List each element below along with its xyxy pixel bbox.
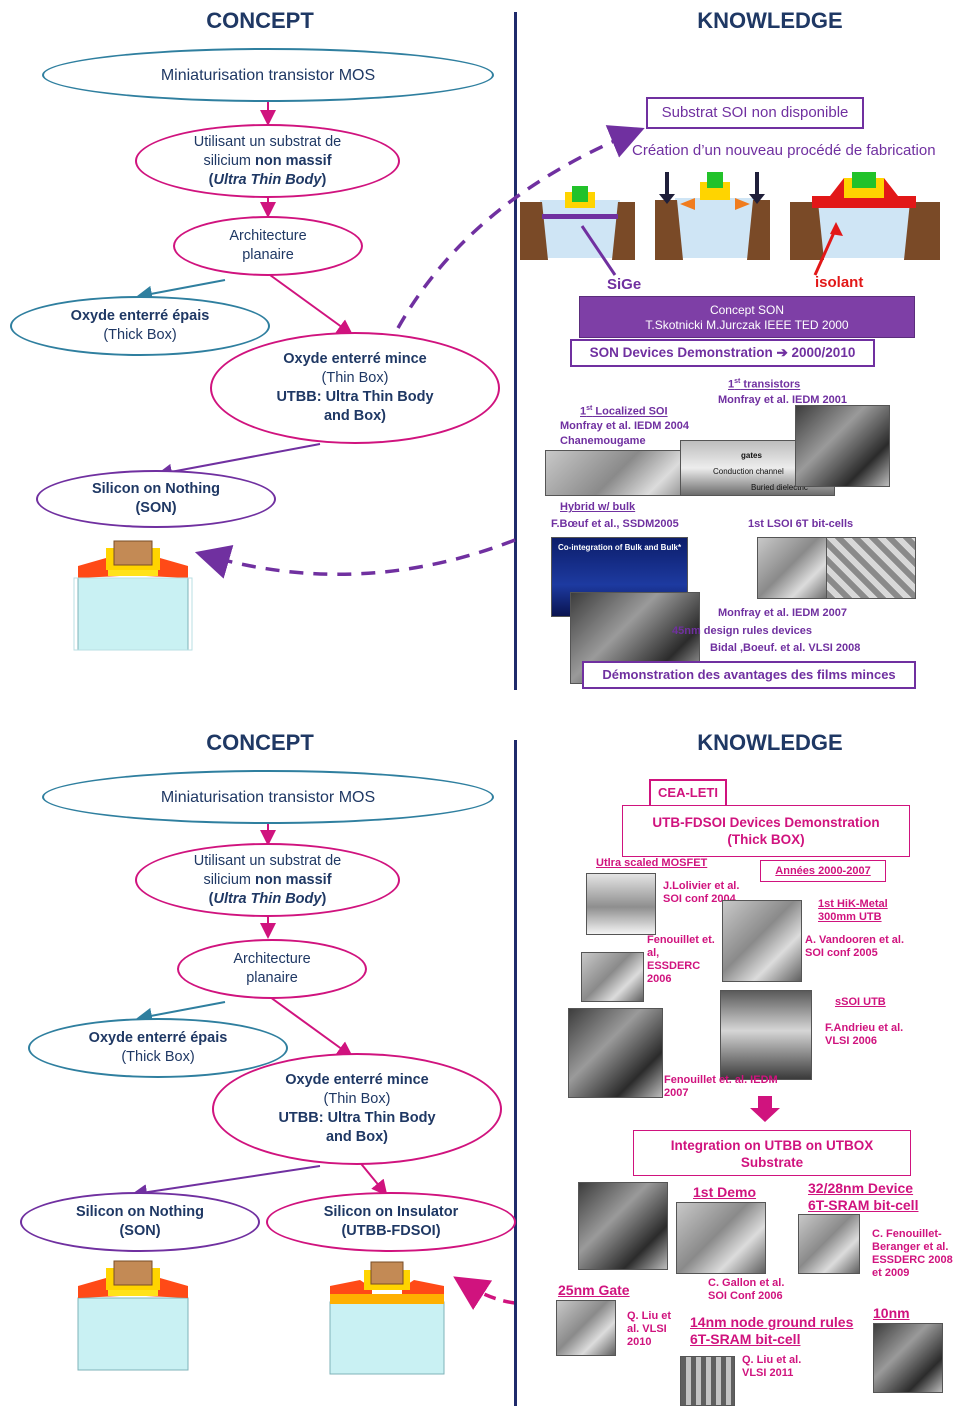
gate25-title: 25nm Gate: [558, 1282, 630, 1298]
localized-soi-ref1: Monfray et al. IEDM 2004: [560, 420, 689, 432]
lsoi-label: 1st LSOI 6T bit-cells: [748, 518, 854, 530]
son-demo-box: SON Devices Demonstration ➔ 2000/2010: [570, 339, 875, 367]
node-oxyde-epais-2: Oxyde enterré épais (Thick Box): [28, 1018, 288, 1078]
process-step-2: [655, 172, 770, 260]
sem-image-ssoi: [720, 990, 812, 1080]
utb-demo-box: UTB-FDSOI Devices Demonstration (Thick B…: [622, 805, 910, 857]
soi-not-available-box: Substrat SOI non disponible: [646, 97, 864, 129]
sram-3228-title: 32/28nm Device 6T-SRAM bit-cell: [808, 1180, 919, 1213]
node-substrat: Utilisant un substrat de silicium non ma…: [135, 124, 400, 198]
bidal-ref: Bidal ,Boeuf. et al. VLSI 2008: [710, 642, 861, 654]
node-oxyde-epais: Oxyde enterré épais (Thick Box): [10, 296, 270, 356]
knowledge-heading-2: KNOWLEDGE: [697, 730, 843, 755]
first-transistors-ref: Monfray et al. IEDM 2001: [718, 394, 847, 406]
liu-2010-ref: Q. Liu et al. VLSI 2010: [627, 1310, 671, 1348]
localized-soi: 1st Localized SOI: [580, 405, 668, 418]
hybrid-ref: F.Bœuf et al., SSDM2005: [551, 518, 679, 530]
sem-image-utbox10: [873, 1323, 943, 1393]
integration-box: Integration on UTBB on UTBOX Substrate: [633, 1130, 911, 1176]
sem-image-node14: [680, 1356, 735, 1406]
sem-image-lsoi-1: [757, 537, 832, 599]
fenouillet-2006-ref: Fenouillet et. al, ESSDERC 2006: [647, 934, 715, 985]
sem-image-sram-3228: [798, 1214, 860, 1274]
annees-box: Années 2000-2007: [760, 860, 886, 882]
node-miniaturisation-2: Miniaturisation transistor MOS: [42, 770, 494, 824]
node14-title: 14nm node ground rules 6T-SRAM bit-cell: [690, 1314, 854, 1347]
panel-divider: [514, 12, 517, 690]
node-son-2: Silicon on Nothing (SON): [20, 1192, 260, 1252]
node-substrat-2: Utilisant un substrat de silicium non ma…: [135, 843, 400, 917]
panel-divider-2: [514, 740, 517, 1406]
cea-leti-box: CEA-LETI: [649, 779, 727, 807]
node-oxyde-mince-2: Oxyde enterré mince (Thin Box) UTBB: Ult…: [212, 1053, 502, 1165]
sige-label: SiGe: [607, 276, 642, 293]
sem-image-hik: [722, 900, 802, 982]
fenouillet-beranger-ref: C. Fenouillet-Beranger et al. ESSDERC 20…: [872, 1228, 953, 1279]
vandooren-ref: A. Vandooren et al. SOI conf 2005: [805, 934, 905, 959]
concept-heading: CONCEPT: [206, 8, 314, 33]
monfray-2007: Monfray et al. IEDM 2007: [718, 607, 847, 619]
son-device-illustration: [73, 540, 193, 651]
process-step-1: [520, 186, 635, 260]
rules-45nm: 45nm design rules devices: [672, 625, 813, 637]
first-demo-title: 1st Demo: [693, 1184, 757, 1200]
andrieu-ref: F.Andrieu et al. VLSI 2006: [825, 1022, 904, 1047]
ssoi-title: sSOI UTB: [835, 996, 886, 1008]
sem-image-transistor: [795, 405, 890, 487]
ultra-scaled-label: Utlra scaled MOSFET: [596, 857, 708, 869]
liu-2011-ref: Q. Liu et al. VLSI 2011: [742, 1354, 802, 1379]
isolant-label: isolant: [815, 274, 864, 291]
lolivier-ref: J.Lolivier et al. SOI conf 2004: [663, 880, 740, 905]
node-architecture-2: Architecture planaire: [177, 939, 367, 999]
sem-image-integration: [578, 1182, 668, 1270]
knowledge-heading: KNOWLEDGE: [697, 8, 843, 33]
fenouillet-2007-ref: Fenouillet et. al. IEDM 2007: [664, 1074, 778, 1099]
creation-text: Création d’un nouveau procédé de fabrica…: [632, 142, 936, 159]
concept-heading-2: CONCEPT: [206, 730, 314, 755]
sem-image-ultra-scaled: [586, 873, 656, 935]
node-son: Silicon on Nothing (SON): [36, 470, 276, 528]
annotation-arrows: [580, 222, 843, 276]
node-oxyde-mince: Oxyde enterré mince (Thin Box) UTBB: Ult…: [210, 332, 500, 444]
sem-image-lsoi-2: [826, 537, 916, 599]
sem-image-fenouillet-2006: [581, 952, 644, 1002]
son-device-illustration-2: [77, 1260, 189, 1371]
sem-image-fenouillet-2007: [568, 1008, 663, 1098]
concept-son-box: Concept SON T.Skotnicki M.Jurczak IEEE T…: [579, 296, 915, 338]
hik-title: 1st HiK-Metal 300mm UTB: [818, 898, 888, 923]
sem-image-gate25: [556, 1300, 616, 1356]
node-architecture: Architecture planaire: [173, 216, 363, 276]
soi-device-illustration: [329, 1261, 445, 1375]
demo-avantages-box: Démonstration des avantages des films mi…: [582, 661, 916, 689]
localized-soi-ref2: Chanemougame: [560, 435, 646, 447]
hybrid-title: Hybrid w/ bulk: [560, 501, 636, 513]
node-soi: Silicon on Insulator (UTBB-FDSOI): [266, 1192, 516, 1252]
first-transistors: 1st transistors: [728, 378, 801, 391]
gallon-ref: C. Gallon et al. SOI Conf 2006: [708, 1277, 785, 1302]
node-miniaturisation: Miniaturisation transistor MOS: [42, 48, 494, 102]
sem-image-first-demo: [676, 1202, 766, 1274]
